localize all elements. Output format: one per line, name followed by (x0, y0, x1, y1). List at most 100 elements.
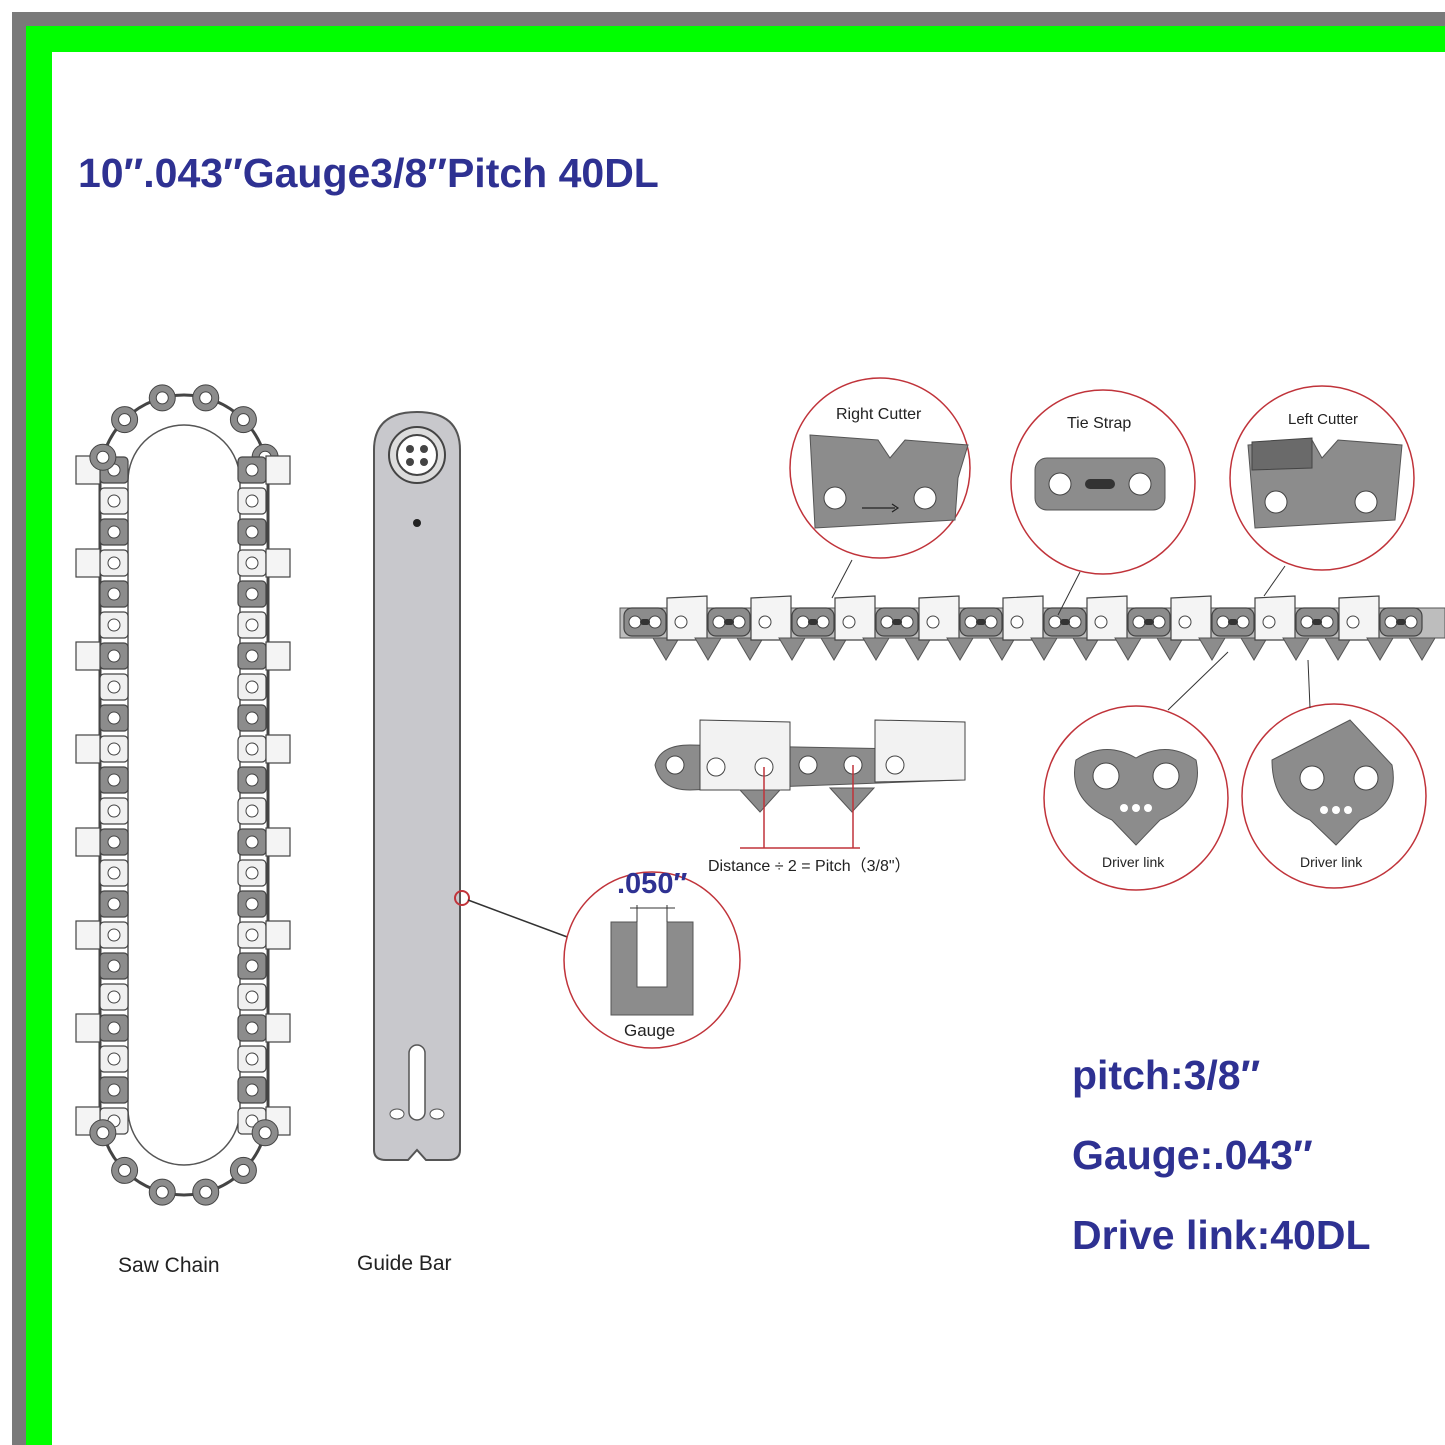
bar-slot (408, 1044, 426, 1121)
right-cutter-callout: Right Cutter (789, 377, 971, 599)
chain-link (237, 487, 267, 515)
chain-link (99, 580, 129, 608)
chain-link (237, 518, 267, 546)
pitch-formula: Distance ÷ 2 = Pitch（3/8"） (708, 857, 911, 875)
chain-link (111, 406, 139, 434)
chain-link (75, 641, 129, 671)
gauge-value-label: .050′′ (617, 868, 687, 900)
spec-gauge: Gauge:.043′′ (1072, 1132, 1313, 1178)
chain-link (237, 580, 267, 608)
spec-pitch: pitch:3/8′′ (1072, 1052, 1261, 1098)
chain-link (89, 1119, 117, 1147)
chain-link (1127, 607, 1184, 661)
chain-link (1379, 607, 1436, 661)
tie-strap-callout: Tie Strap (1010, 389, 1196, 616)
chain-link (875, 607, 932, 661)
guide-bar (373, 410, 571, 1161)
chain-link (75, 734, 129, 764)
right-cutter-label: Right Cutter (836, 406, 922, 423)
chain-link (237, 983, 267, 1011)
gauge-label: Gauge (624, 1021, 675, 1040)
chain-link (229, 1156, 257, 1184)
chain-link (99, 983, 129, 1011)
chain-link (99, 487, 129, 515)
chain-link (99, 704, 129, 732)
chain-link (1254, 595, 1310, 661)
pitch-detail: Distance ÷ 2 = Pitch（3/8"） (654, 719, 966, 875)
cutter-tooth (265, 734, 291, 764)
chain-link (99, 890, 129, 918)
chain-link (99, 611, 129, 639)
cutter-tooth (265, 548, 291, 578)
guide-bar-label: Guide Bar (357, 1252, 452, 1275)
chain-link (251, 1119, 279, 1147)
chain-link (1338, 595, 1394, 661)
chain-link (666, 595, 722, 661)
saw-chain-label: Saw Chain (118, 1254, 220, 1277)
frame-green-top (26, 26, 1445, 52)
chain-link (1211, 607, 1268, 661)
cutter-tooth (265, 455, 291, 485)
cutter-tooth (265, 827, 291, 857)
tie-strap-label: Tie Strap (1067, 415, 1131, 432)
chain-link (237, 611, 267, 639)
driver-link-callout-1: Driver link (1043, 651, 1229, 891)
chain-link (237, 766, 267, 794)
chain-link (99, 1045, 129, 1073)
chain-link (237, 641, 291, 671)
horizontal-chain (619, 595, 1445, 661)
cutter-tooth (75, 548, 101, 578)
chain-link (75, 1013, 129, 1043)
chain-link (75, 920, 129, 950)
page-title: 10′′.043′′Gauge3/8′′Pitch 40DL (78, 150, 659, 196)
chain-link (1086, 595, 1142, 661)
chain-link (1043, 607, 1100, 661)
driver-link-label-2: Driver link (1300, 854, 1363, 870)
cutter-tooth (75, 1013, 101, 1043)
chain-link (99, 673, 129, 701)
chain-link (237, 455, 291, 485)
chain-link (192, 384, 220, 412)
chain-link (99, 952, 129, 980)
saw-chain-loop (75, 384, 291, 1206)
driver-link-label-1: Driver link (1102, 854, 1165, 870)
chain-link (237, 704, 267, 732)
chain-link (1170, 595, 1226, 661)
chain-link (192, 1178, 220, 1206)
chain-link (1002, 595, 1058, 661)
chain-link (148, 1178, 176, 1206)
cutter-tooth (75, 641, 101, 671)
frame-gray-top (12, 12, 1445, 26)
chain-link (148, 384, 176, 412)
chain-link (237, 1013, 291, 1043)
cutter-tooth (75, 827, 101, 857)
chain-link (237, 952, 267, 980)
chain-link (99, 797, 129, 825)
chain-link (237, 920, 291, 950)
chain-link (237, 1045, 267, 1073)
left-cutter-label: Left Cutter (1288, 411, 1358, 428)
chain-link (75, 827, 129, 857)
cutter-tooth (75, 920, 101, 950)
chain-link (237, 1076, 267, 1104)
chain-link (229, 406, 257, 434)
gauge-callout: .050′′ Gauge (563, 868, 741, 1049)
driver-link-callout-2: Driver link (1241, 659, 1427, 889)
cutter-tooth (75, 734, 101, 764)
frame-gray-left (12, 12, 26, 1445)
cutter-tooth (265, 920, 291, 950)
frame-green-left (26, 26, 52, 1445)
chain-link (918, 595, 974, 661)
chain-link (237, 859, 267, 887)
chain-link (99, 518, 129, 546)
chain-link (237, 673, 267, 701)
chain-link (1295, 607, 1352, 661)
left-cutter-callout: Left Cutter (1229, 385, 1415, 597)
chain-link (623, 607, 680, 661)
cutter-tooth (265, 1013, 291, 1043)
chain-link (834, 595, 890, 661)
chain-link (237, 890, 267, 918)
chain-link (111, 1156, 139, 1184)
chain-link (99, 1076, 129, 1104)
